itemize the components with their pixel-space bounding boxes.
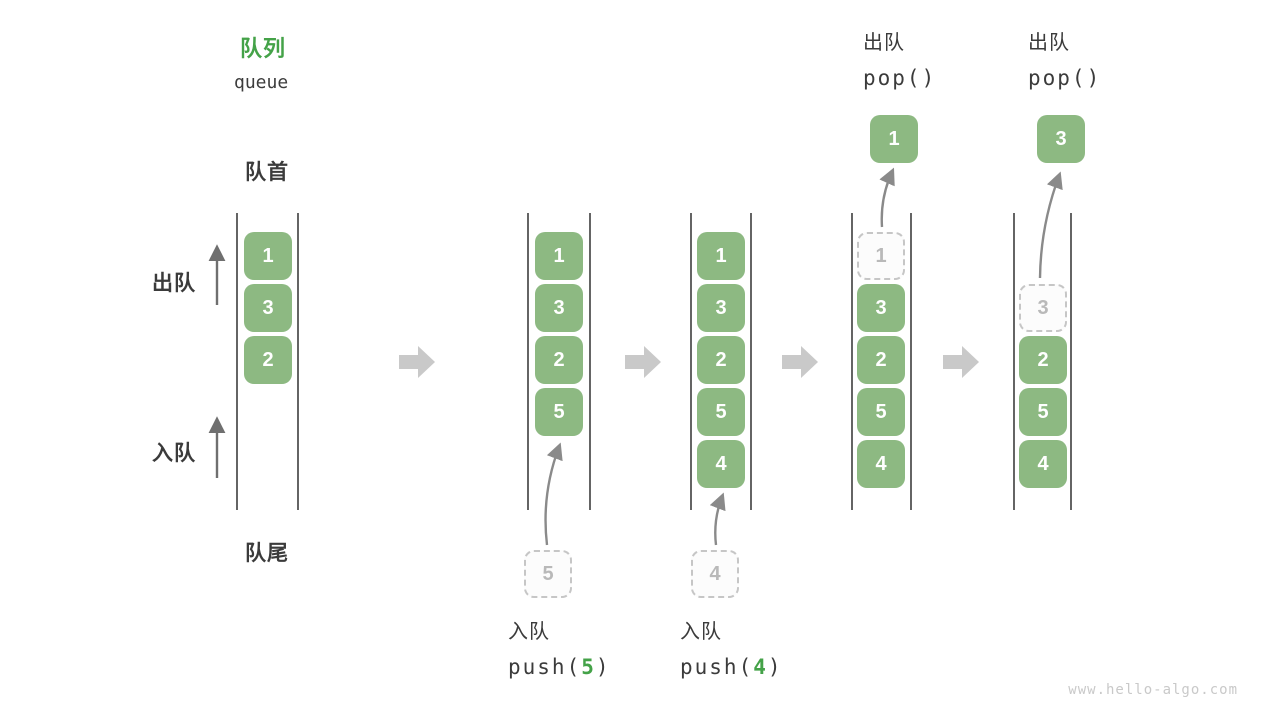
queue-element: 5 xyxy=(535,388,583,436)
element-move-arrow xyxy=(544,442,563,546)
queue-element-removed: 3 xyxy=(1019,284,1067,332)
enqueue-pending-element: 4 xyxy=(691,550,739,598)
queue-element: 5 xyxy=(857,388,905,436)
queue-element-removed: 1 xyxy=(857,232,905,280)
dequeue-code-label: pop() xyxy=(863,66,937,90)
dequeue-label-zh: 出队 xyxy=(863,32,905,54)
code-argument: 4 xyxy=(753,655,768,679)
next-state-block-arrow xyxy=(399,346,435,378)
queue-element: 3 xyxy=(535,284,583,332)
element-move-arrow xyxy=(709,492,726,546)
popped-element: 1 xyxy=(870,115,918,163)
label-dequeue-side: 出队 xyxy=(152,272,196,295)
enqueue-label-zh: 入队 xyxy=(680,621,722,643)
label-queue-rear: 队尾 xyxy=(245,542,289,565)
code-prefix: push( xyxy=(680,655,754,679)
code-suffix: ) xyxy=(595,655,611,679)
queue-element: 2 xyxy=(1019,336,1067,384)
dequeue-code-label: pop() xyxy=(1028,66,1102,90)
label-queue-front: 队首 xyxy=(245,161,289,184)
enqueue-operation-label: 入队 push(4) xyxy=(680,620,783,679)
enqueue-operation-label: 入队 push(5) xyxy=(508,620,611,679)
enqueue-label-zh: 入队 xyxy=(508,621,550,643)
label-enqueue-side: 入队 xyxy=(152,442,196,465)
queue-element: 4 xyxy=(1019,440,1067,488)
dequeue-operation-label: 出队 pop() xyxy=(1028,31,1101,90)
queue-element: 3 xyxy=(857,284,905,332)
enqueue-code-label: push(5) xyxy=(508,655,611,679)
next-state-block-arrow xyxy=(943,346,979,378)
popped-element: 3 xyxy=(1037,115,1085,163)
dequeue-label-zh: 出队 xyxy=(1028,32,1070,54)
queue-element: 3 xyxy=(697,284,745,332)
code-argument: 5 xyxy=(581,655,596,679)
queue-element: 4 xyxy=(697,440,745,488)
queue-element: 5 xyxy=(1019,388,1067,436)
code-suffix: ) xyxy=(767,655,783,679)
code-prefix: push( xyxy=(508,655,582,679)
queue-element: 3 xyxy=(244,284,292,332)
queue-element: 2 xyxy=(697,336,745,384)
queue-element: 1 xyxy=(697,232,745,280)
dequeue-operation-label: 出队 pop() xyxy=(863,31,936,90)
queue-element: 4 xyxy=(857,440,905,488)
diagram-title-en: queue xyxy=(234,72,289,93)
queue-element: 2 xyxy=(857,336,905,384)
watermark: www.hello-algo.com xyxy=(1068,682,1238,698)
enqueue-pending-element: 5 xyxy=(524,550,572,598)
next-state-block-arrow xyxy=(625,346,661,378)
queue-element: 1 xyxy=(535,232,583,280)
queue-element: 1 xyxy=(244,232,292,280)
enqueue-code-label: push(4) xyxy=(680,655,783,679)
next-state-block-arrow xyxy=(782,346,818,378)
queue-element: 5 xyxy=(697,388,745,436)
element-move-arrow xyxy=(879,167,895,228)
diagram-title-zh: 队列 xyxy=(240,36,287,61)
queue-element: 2 xyxy=(244,336,292,384)
element-move-arrow xyxy=(1038,171,1063,279)
queue-element: 2 xyxy=(535,336,583,384)
